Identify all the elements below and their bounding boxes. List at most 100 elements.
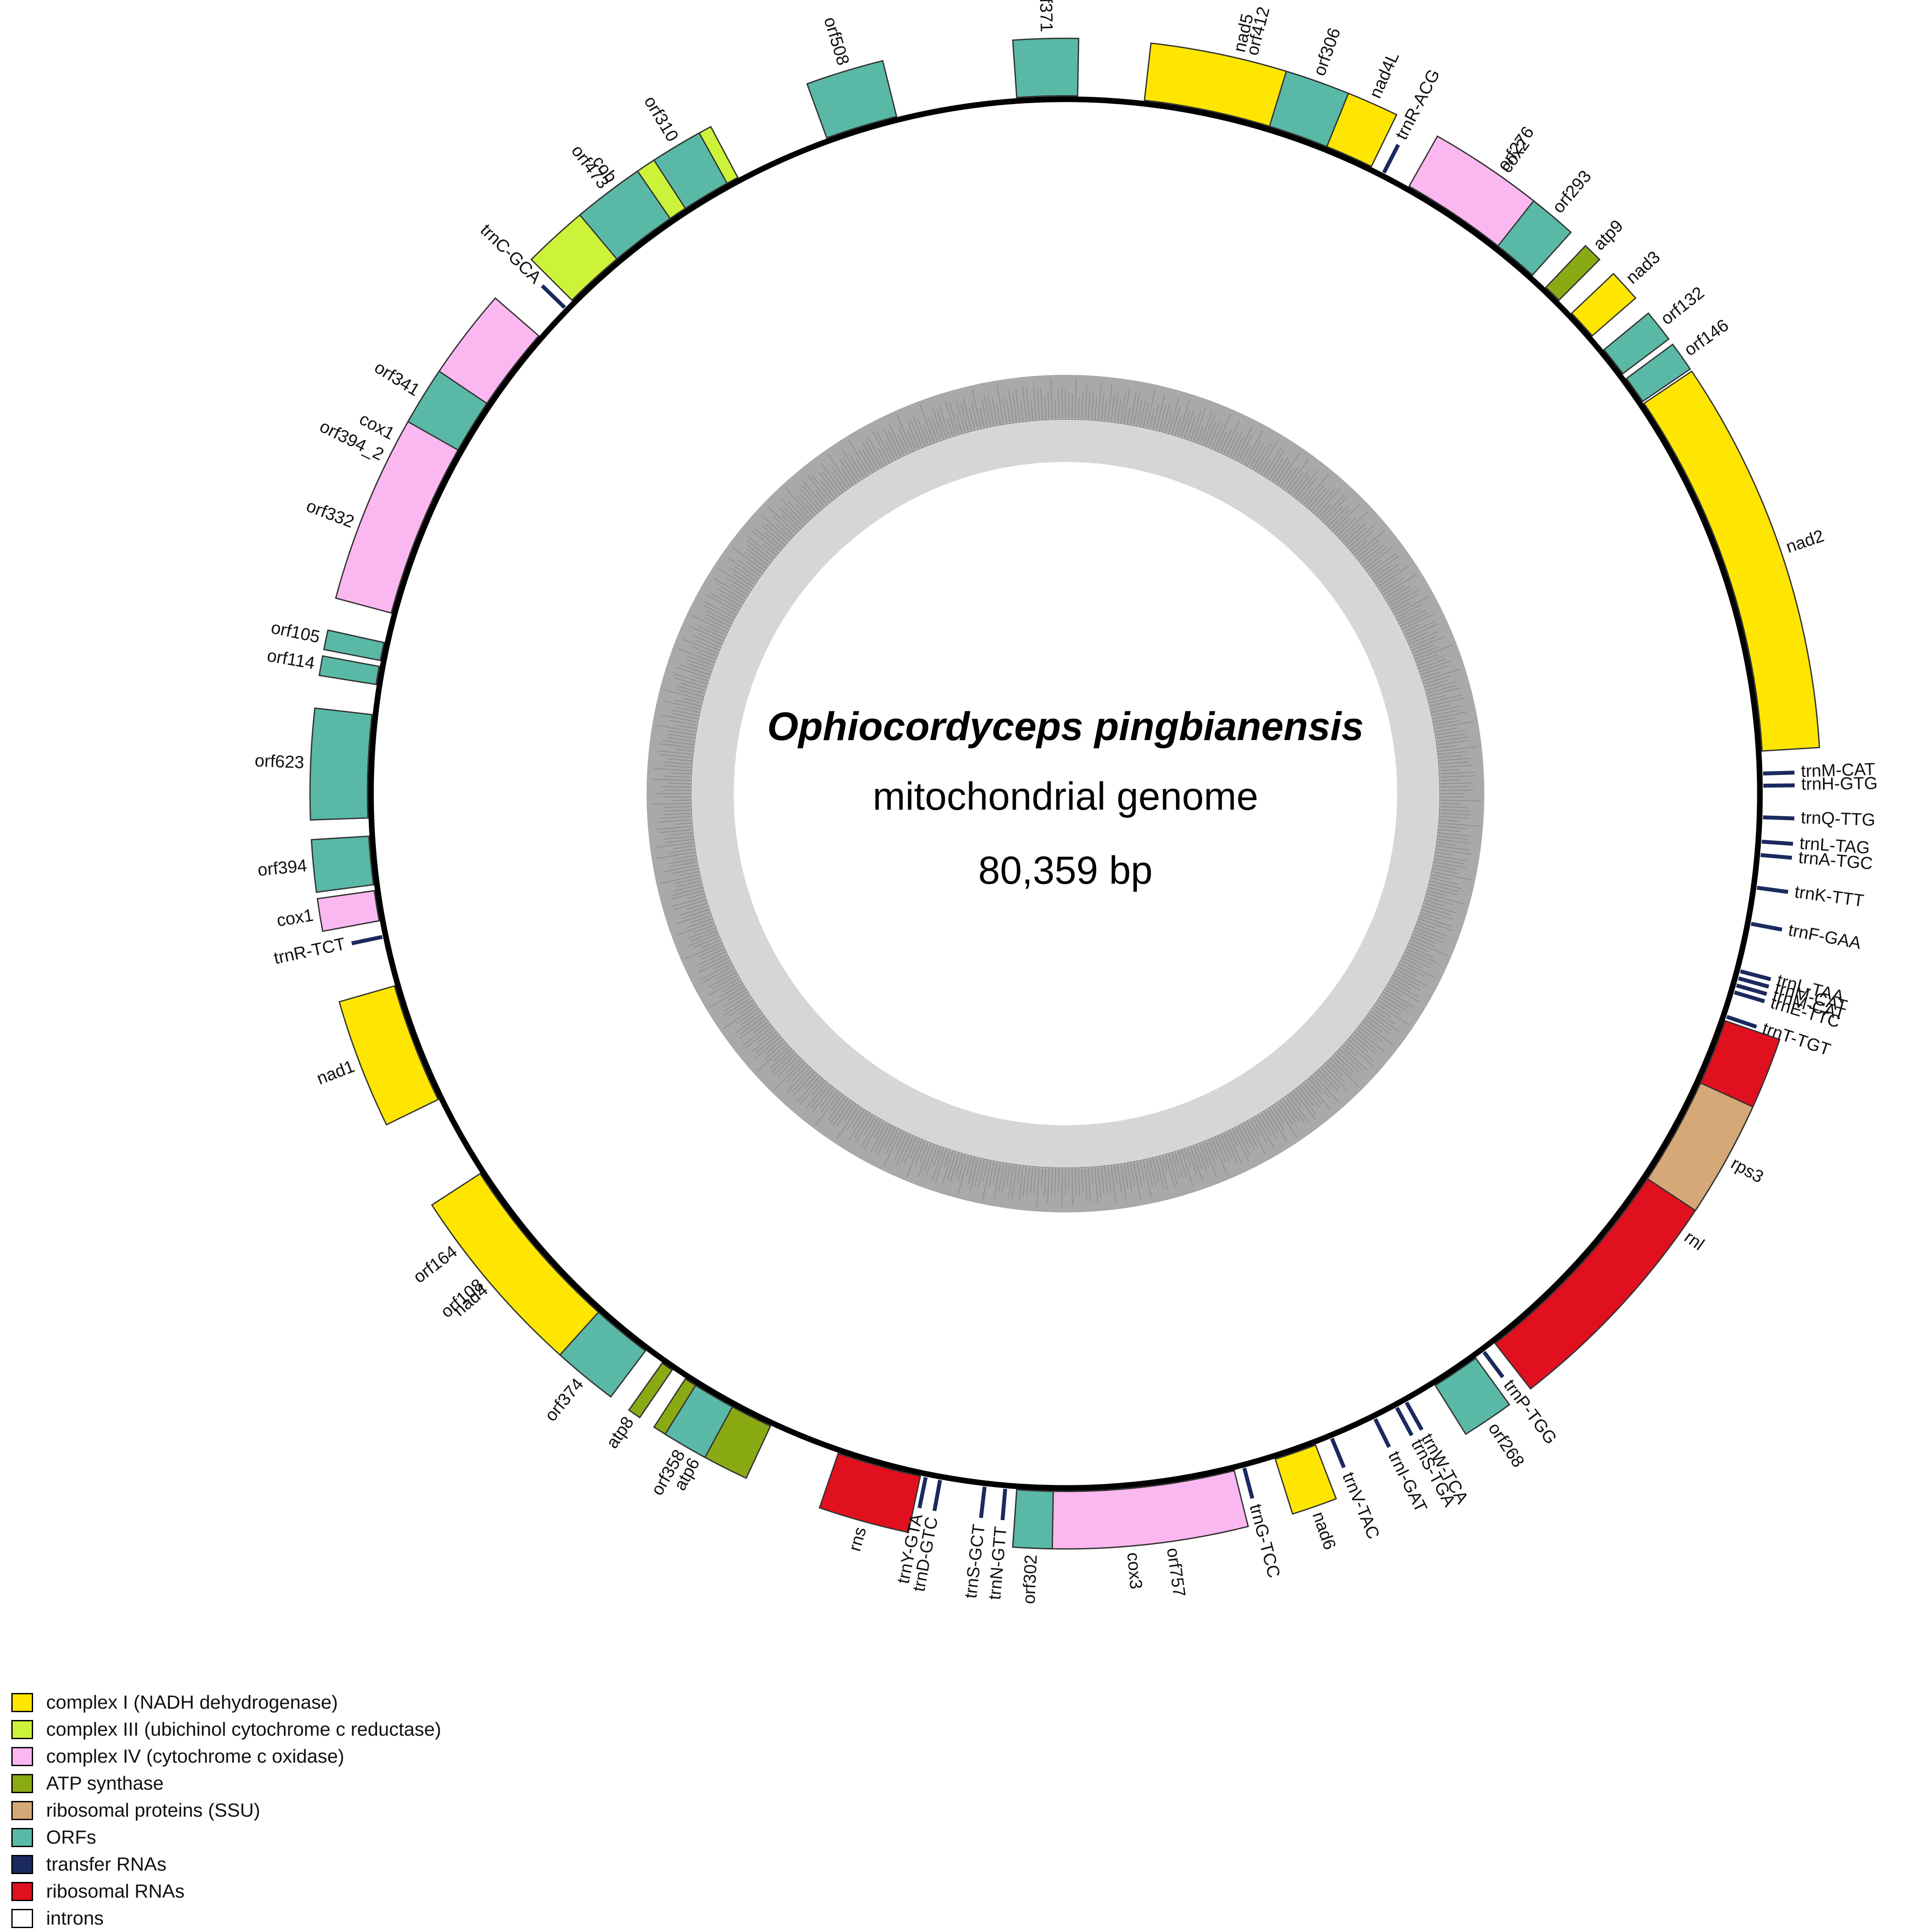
gene-label-trns-gct: trnS-GCT (961, 1523, 989, 1599)
trna-mark-trnf-gaa (1751, 924, 1782, 929)
legend-label: complex I (NADH dehydrogenase) (46, 1692, 338, 1713)
gc-tick (664, 790, 691, 791)
legend-item: ATP synthase (11, 1770, 441, 1797)
gene-label-orf374: orf374 (541, 1375, 587, 1425)
gene-label-trnr-tct: trnR-TCT (272, 934, 347, 968)
trna-mark-trnm-cat (1763, 773, 1794, 774)
legend-swatch (11, 1747, 33, 1766)
gene-block-orf114 (319, 656, 379, 684)
gene-label-trnr-acg: trnR-ACG (1392, 66, 1443, 143)
gene-label-nad3: nad3 (1622, 247, 1664, 287)
trna-mark-trnl-tag (1762, 841, 1793, 844)
legend-swatch (11, 1882, 33, 1901)
trna-mark-trny-gta (920, 1478, 926, 1508)
legend-label: ribosomal proteins (SSU) (46, 1800, 260, 1821)
legend-label: ATP synthase (46, 1773, 164, 1794)
trna-mark-trnk-ttt (1757, 888, 1788, 892)
trna-mark-trna-tgc (1761, 855, 1792, 858)
gene-block-orf302 (1013, 1490, 1053, 1549)
gene-label-orf164: orf164 (410, 1242, 461, 1287)
legend-label: ribosomal RNAs (46, 1881, 185, 1902)
trna-mark-trnv-tac (1332, 1439, 1344, 1468)
gene-block-orf394 (311, 836, 373, 892)
legend-item: complex I (NADH dehydrogenase) (11, 1689, 441, 1716)
trna-mark-trns-gct (981, 1487, 984, 1518)
gc-tick (1440, 790, 1474, 791)
gene-label-rps3: rps3 (1728, 1154, 1766, 1187)
gene-label-atp9: atp9 (1590, 216, 1627, 254)
gene-label-orf757: orf757 (1163, 1547, 1189, 1598)
gene-block-nad2 (1644, 371, 1820, 751)
gene-label-orf268: orf268 (1484, 1419, 1528, 1471)
gene-label-cox1: cox1 (275, 905, 314, 930)
gene-block-cox1 (317, 891, 379, 931)
gene-label-orf310: orf310 (640, 93, 682, 145)
trna-mark-trni-gat (1375, 1419, 1389, 1447)
gene-label-atp8: atp8 (603, 1413, 638, 1452)
trna-mark-trnh-gtg (1763, 785, 1795, 786)
gene-label-orf371: orf371 (1036, 0, 1056, 32)
gene-block-orf371 (1013, 38, 1079, 98)
legend-swatch (11, 1828, 33, 1847)
gene-label-trnh-gtg: trnH-GTG (1801, 774, 1878, 794)
gene-label-trnq-ttg: trnQ-TTG (1800, 808, 1875, 830)
gene-label-trnf-gaa: trnF-GAA (1787, 920, 1863, 953)
gene-label-orf302: orf302 (1019, 1554, 1041, 1604)
gene-label-orf293: orf293 (1549, 167, 1595, 217)
legend-label: complex IV (cytochrome c oxidase) (46, 1746, 344, 1767)
gene-label-trnk-ttt: trnK-TTT (1793, 882, 1865, 911)
genome-subtitle: mitochondrial genome (873, 775, 1258, 818)
legend-swatch (11, 1720, 33, 1739)
species-title: Ophiocordyceps pingbianensis (767, 704, 1364, 749)
gene-label-orf132: orf132 (1657, 283, 1708, 329)
legend-label: complex III (ubichinol cytochrome c redu… (46, 1719, 441, 1740)
gene-label-rns: rns (845, 1525, 870, 1553)
legend-item: ORFs (11, 1824, 441, 1851)
gene-label-orf508: orf508 (820, 15, 853, 67)
legend-item: ribosomal RNAs (11, 1878, 441, 1905)
gene-label-nad6: nad6 (1308, 1509, 1339, 1552)
legend-item: ribosomal proteins (SSU) (11, 1797, 441, 1824)
gene-block-rnl (1495, 1021, 1780, 1389)
legend-swatch (11, 1693, 33, 1712)
gene-label-cox3: cox3 (1123, 1552, 1146, 1590)
gene-block-atp9 (1546, 246, 1599, 300)
legend-swatch (11, 1909, 33, 1928)
legend-swatch (11, 1855, 33, 1874)
gc-tick (1058, 390, 1059, 419)
legend-label: ORFs (46, 1827, 96, 1848)
gene-label-orf114: orf114 (266, 646, 316, 673)
legend-item: complex III (ubichinol cytochrome c redu… (11, 1716, 441, 1743)
gene-label-nad2: nad2 (1783, 526, 1826, 557)
trna-mark-trnd-gtc (934, 1480, 940, 1511)
gene-label-orf306: orf306 (1310, 25, 1344, 78)
gene-block-rns (819, 1454, 920, 1532)
genome-size: 80,359 bp (978, 849, 1153, 892)
trna-mark-trnr-tct (352, 937, 382, 943)
gene-label-orf341: orf341 (371, 358, 423, 400)
gene-block-orf105 (324, 630, 384, 660)
gene-label-orf623: orf623 (254, 751, 304, 772)
legend: complex I (NADH dehydrogenase) complex II… (11, 1689, 441, 1932)
legend-item: transfer RNAs (11, 1851, 441, 1878)
gene-block-nad4 (432, 1174, 598, 1355)
gc-tick (671, 800, 691, 801)
legend-item: introns (11, 1905, 441, 1932)
gene-label-trng-tcc: trnG-TCC (1246, 1502, 1284, 1580)
legend-item: complex IV (cytochrome c oxidase) (11, 1743, 441, 1770)
legend-label: introns (46, 1908, 104, 1929)
trna-mark-trnn-gtt (1002, 1489, 1005, 1520)
gene-label-nad1: nad1 (314, 1057, 357, 1088)
gene-label-rnl: rnl (1681, 1227, 1708, 1254)
gc-tick (1058, 1168, 1059, 1192)
gene-label-orf146: orf146 (1681, 316, 1732, 360)
trna-mark-trnl-taa (1740, 971, 1771, 979)
gc-tick (663, 797, 691, 798)
gc-tick (1440, 797, 1466, 798)
gene-label-orf394: orf394 (257, 856, 308, 880)
trna-mark-trnr-acg (1384, 145, 1398, 173)
trna-mark-trng-tcc (1244, 1468, 1252, 1498)
gene-block-orf623 (310, 708, 372, 820)
gene-label-orf332: orf332 (304, 496, 357, 532)
gene-label-trnn-gtt: trnN-GTT (985, 1526, 1010, 1601)
